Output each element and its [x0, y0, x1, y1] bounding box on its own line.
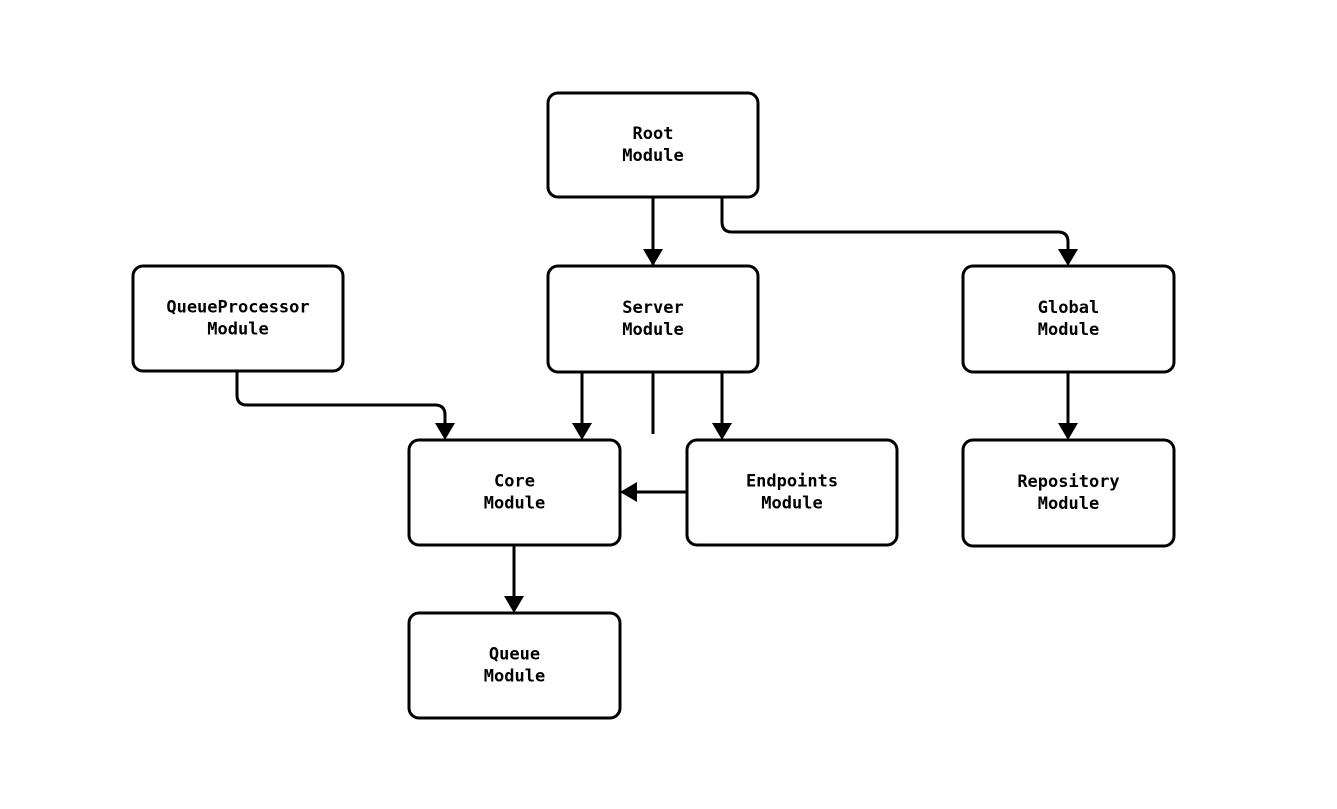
edge-root-to-server-arrowhead-icon [643, 249, 663, 266]
edges-layer [235, 197, 1078, 613]
edge-core-to-queue [504, 545, 524, 613]
edge-root-to-global [720, 197, 1078, 266]
edge-server-to-endpoints-arrowhead-icon [712, 423, 732, 440]
queue-module-node-box[interactable] [407, 611, 622, 720]
edge-server-to-core [572, 372, 592, 440]
core-module-node-box[interactable] [407, 438, 622, 547]
edge-endpoints-to-core-arrowhead-icon [620, 482, 637, 502]
endpoints-module-node-box[interactable] [685, 438, 899, 547]
edge-server-to-core-arrowhead-icon [572, 423, 592, 440]
edge-root-to-global-arrowhead-icon [1058, 249, 1078, 266]
edge-server-to-endpoints [712, 372, 732, 440]
root-module-node-box[interactable] [546, 91, 760, 199]
repository-module-node-box[interactable] [961, 438, 1176, 548]
edge-queueprocessor-to-core-line [235, 371, 447, 434]
edge-global-to-repository [1058, 372, 1078, 440]
server-module-node-box[interactable] [546, 264, 760, 374]
edge-queueprocessor-to-core-arrowhead-icon [435, 423, 455, 440]
edge-core-to-queue-arrowhead-icon [504, 596, 524, 613]
edge-global-to-repository-arrowhead-icon [1058, 423, 1078, 440]
edge-endpoints-to-core [620, 482, 687, 502]
global-module-node-box[interactable] [961, 264, 1176, 374]
queueprocessor-module-node-box[interactable] [131, 264, 345, 373]
edge-queueprocessor-to-core [235, 371, 455, 440]
edge-root-to-global-line [720, 197, 1070, 260]
